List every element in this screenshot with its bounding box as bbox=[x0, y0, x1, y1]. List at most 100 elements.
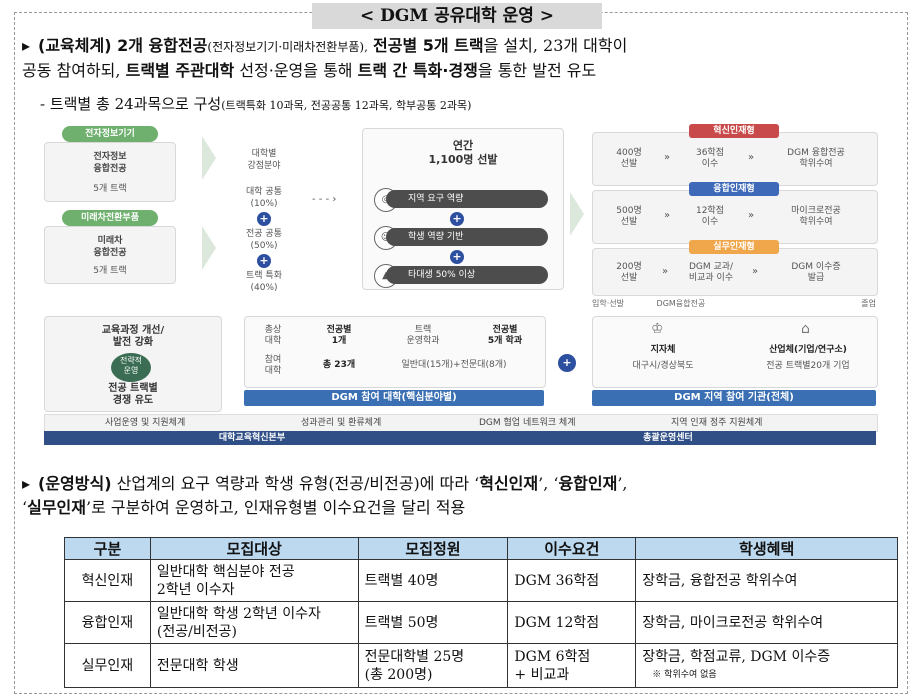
double-chevron-icon: » bbox=[752, 266, 759, 277]
t-r2: 총 23개 bbox=[322, 360, 356, 370]
talent-type-table: 구분 모집대상 모집정원 이수요건 학생혜택 혁신인재 일반대학 핵심분야 전공… bbox=[64, 537, 898, 688]
table-header-row: 구분 모집대상 모집정원 이수요건 학생혜택 bbox=[64, 537, 898, 560]
p1-bold-2: 전공별 5개 트랙 bbox=[373, 36, 484, 55]
convergence-label: 융합인재형 bbox=[689, 182, 779, 196]
future-tracks: 5개 트랙 bbox=[93, 266, 127, 276]
table-header: 학생혜택 bbox=[635, 537, 898, 560]
table-row: 혁신인재 일반대학 핵심분야 전공 2학년 이수자 트랙별 40명 DGM 36… bbox=[64, 559, 898, 602]
table-cell: 트랙별 40명 bbox=[357, 559, 509, 602]
local-org-panel: ♔ ⌂ 지자체 대구시/경상북도 산업체(기업/연구소) 전공 트랙별20개 기… bbox=[592, 316, 878, 388]
table-header: 모집대상 bbox=[149, 537, 359, 560]
double-chevron-icon: » bbox=[664, 210, 671, 221]
operation-diagram: 전자정보기기 전자정보 융합전공 5개 트랙 미래차전환부품 미래차 융합전공 … bbox=[44, 122, 884, 354]
p1-text-1: 을 설치, 23개 대학이 bbox=[483, 36, 628, 55]
table-row: 융합인재 일반대학 학생 2학년 이수자 (전공/비전공) 트랙별 50명 DG… bbox=[64, 601, 898, 644]
conv-a: 500명 선발 bbox=[616, 206, 642, 227]
t-h4: 전공별 5개 학과 bbox=[487, 325, 523, 346]
table-cell: DGM 36학점 bbox=[507, 559, 637, 602]
t-r3: 일반대(15개)+전문대(8개) bbox=[401, 360, 507, 370]
selection-panel: 연간 1,100명 선발 bbox=[362, 128, 564, 290]
local-gov-sub: 대구시/경상북도 bbox=[632, 361, 694, 371]
elec-tracks: 5개 트랙 bbox=[93, 184, 127, 194]
common-uni: 대학 공통 (10%) bbox=[246, 187, 282, 209]
conv-c: 마이크로전공 학위수여 bbox=[791, 206, 841, 227]
p2-text-1: 산업계의 요구 역량과 학생 유형(전공/비전공)에 따라 ‘ bbox=[116, 474, 480, 493]
uni-area: 대학별 강점분야 bbox=[247, 149, 281, 171]
p2-text-3: ’, bbox=[617, 474, 628, 493]
conv-b: 12학점 이수 bbox=[695, 206, 724, 227]
bullet-icon: ▸ bbox=[22, 474, 31, 493]
table-header: 이수요건 bbox=[507, 537, 637, 560]
p2-text-5: ’로 구분하여 운영하고, 인재유형별 이수요건을 달리 적용 bbox=[85, 498, 466, 517]
part-org-bar: DGM 지역 참여 기관(전체) bbox=[592, 390, 876, 406]
table-cell: 장학금, 융합전공 학위수여 bbox=[635, 559, 898, 602]
sys2: 성과관리 및 환류체계 bbox=[301, 418, 382, 428]
hq1-bar: 대학교육혁신본부 bbox=[44, 431, 460, 445]
table-cell: 장학금, 학점교류, DGM 이수증 ※ 학위수여 없음 bbox=[635, 643, 898, 688]
flow-a: 입학·선발 bbox=[592, 299, 624, 308]
crown-icon: ♔ bbox=[651, 321, 664, 337]
elec-pill: 전자정보기기 bbox=[62, 126, 158, 142]
p2-bold-1: (운영방식) bbox=[38, 474, 112, 493]
double-chevron-icon: » bbox=[748, 152, 755, 163]
table-header: 구분 bbox=[64, 537, 151, 560]
table-cell: 전문대학별 25명 (총 200명) bbox=[357, 643, 509, 688]
innov-a: 400명 선발 bbox=[616, 148, 642, 169]
sub-small: (트랙특화 10과목, 전공공통 12과목, 학부공통 2과목) bbox=[221, 99, 472, 112]
p1-bold-4: 트랙 간 특화·경쟁 bbox=[357, 61, 478, 80]
part-uni-bar: DGM 참여 대학(핵심분야별) bbox=[244, 390, 544, 406]
table-cell: 융합인재 bbox=[64, 601, 151, 644]
convergence-panel bbox=[592, 190, 878, 244]
elec-panel: 전자정보 융합전공 5개 트랙 bbox=[44, 142, 176, 202]
operation-diagram-lower: 교육과정 개선/ 발전 강화 전략적 운영 전공 트랙별 경쟁 유도 총상 대학… bbox=[44, 316, 884, 446]
track-spec: 트랙 특화 (40%) bbox=[246, 271, 282, 293]
prac-c: DGM 이수증 발급 bbox=[791, 262, 841, 283]
innovation-label: 혁신인재형 bbox=[689, 124, 779, 138]
table-cell: 일반대학 핵심분야 전공 2학년 이수자 bbox=[149, 559, 359, 602]
innov-c: DGM 융합전공 학위수여 bbox=[787, 148, 845, 169]
sys1: 사업운영 및 지원체계 bbox=[105, 418, 186, 428]
system-bar: 사업운영 및 지원체계 성과관리 및 환류체계 DGM 협업 네트워크 체계 지… bbox=[44, 414, 878, 432]
bullet-icon: ▸ bbox=[22, 36, 31, 55]
page-title: < DGM 공유대학 운영 > bbox=[312, 3, 602, 29]
prac-b: DGM 교과/ 비교과 이수 bbox=[688, 262, 734, 283]
table-header: 모집정원 bbox=[357, 537, 509, 560]
table-cell: 트랙별 50명 bbox=[357, 601, 509, 644]
p2-text-2: ’, ‘ bbox=[538, 474, 559, 493]
p1-text-4: 을 통한 발전 유도 bbox=[477, 61, 597, 80]
track-subjects-line: - 트랙별 총 24과목으로 구성(트랙특화 10과목, 전공공통 12과목, … bbox=[40, 93, 471, 114]
imp-mid: 전략적 운영 bbox=[111, 353, 151, 382]
double-chevron-icon: » bbox=[664, 152, 671, 163]
future-name: 미래차 융합전공 bbox=[93, 236, 127, 258]
p1-text-3: 선정·운영을 통해 bbox=[239, 61, 353, 80]
elec-name: 전자정보 융합전공 bbox=[93, 152, 127, 174]
chevron-right-icon bbox=[202, 226, 216, 270]
chevron-right-icon bbox=[202, 136, 216, 180]
flow-c: 졸업 bbox=[861, 299, 876, 308]
industry: 산업체(기업/연구소) bbox=[769, 345, 847, 355]
table-cell: 혁신인재 bbox=[64, 559, 151, 602]
p2-bold-4: 실무인재 bbox=[27, 498, 86, 517]
p1-text-2: 공동 참여하되, bbox=[22, 61, 121, 80]
dashed-arrow-icon: - - - › bbox=[312, 194, 337, 205]
plus-icon: + bbox=[558, 354, 576, 372]
table-cell: 실무인재 bbox=[64, 643, 151, 688]
p1-bold-1: (교육체계) 2개 융합전공 bbox=[38, 36, 208, 55]
table-row: 실무인재 전문대학 학생 전문대학별 25명 (총 200명) DGM 6학점 … bbox=[64, 643, 898, 688]
operation-method-paragraph: ▸(운영방식) 산업계의 요구 역량과 학생 유형(전공/비전공)에 따라 ‘혁… bbox=[22, 472, 628, 520]
p1-small-1: (전자정보기기·미래차전환부품), bbox=[207, 40, 368, 54]
practical-label: 실무인재형 bbox=[689, 240, 779, 254]
common-major: 전공 공통 (50%) bbox=[246, 229, 282, 251]
req1: 지역 요구 역량 bbox=[386, 190, 548, 208]
double-chevron-icon: » bbox=[748, 210, 755, 221]
uni-table-panel: 총상 대학 전공별 1개 트랙 운영학과 전공별 5개 학과 참여 대학 총 2… bbox=[244, 316, 546, 388]
education-system-paragraph: ▸ (교육체계) 2개 융합전공(전자정보기기·미래차전환부품), 전공별 5개 … bbox=[22, 34, 627, 83]
benefit-text: 장학금, 학점교류, DGM 이수증 bbox=[642, 648, 831, 665]
local-gov: 지자체 bbox=[650, 345, 676, 355]
p2-bold-3: 융합인재 bbox=[558, 474, 618, 493]
innovation-panel bbox=[592, 132, 878, 186]
t-h2: 전공별 1개 bbox=[326, 325, 352, 346]
prac-a: 200명 선발 bbox=[616, 262, 642, 283]
plus-icon: + bbox=[450, 212, 464, 226]
plus-icon: + bbox=[257, 212, 271, 226]
